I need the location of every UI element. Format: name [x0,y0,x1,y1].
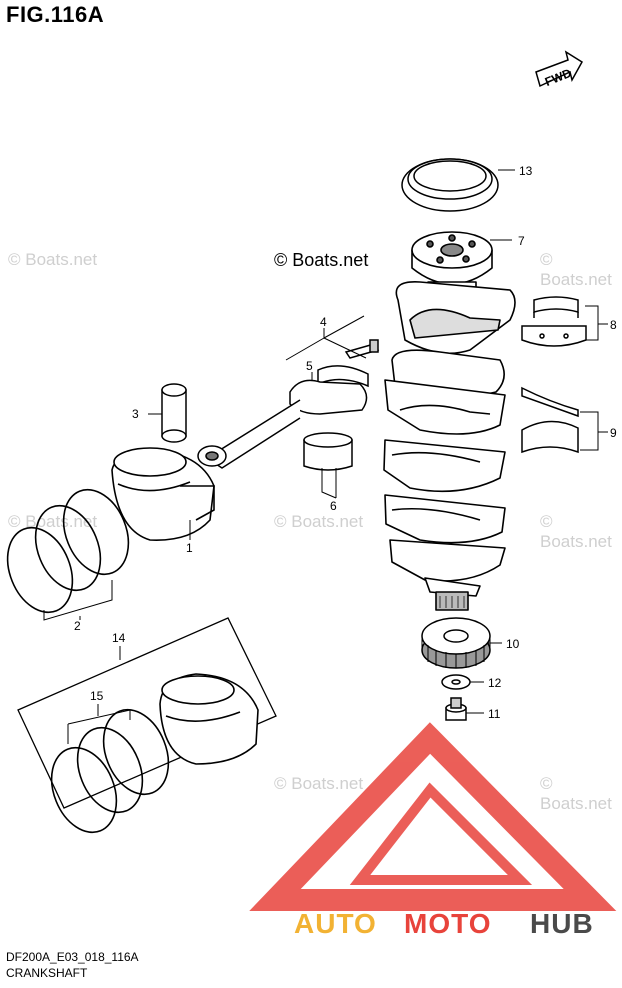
watermark: © Boats.net [8,512,98,531]
logo-text-hub: HUB [530,908,594,939]
callout-6: 6 [330,499,337,513]
figure-title: FIG.116A [6,2,105,27]
connecting-rod-bearing-lower [303,432,353,471]
thrust-washer [521,386,579,454]
crankshaft [383,231,516,611]
watermark: © Boats.net [274,774,364,793]
callout-3: 3 [132,407,139,421]
watermark: © Boats.net [8,250,98,269]
callout-12: 12 [488,676,502,690]
callout-numbers: 1 2 3 4 5 6 7 8 9 10 11 12 13 14 15 [74,164,617,721]
figure-code: DF200A_E03_018_116A [6,950,139,964]
callout-15: 15 [90,689,104,703]
main-bearing-upper [533,296,579,318]
oil-seal [401,158,499,212]
callout-7: 7 [518,234,525,248]
callout-13: 13 [519,164,533,178]
connecting-rod [197,379,368,469]
watermark: © Boats.net [540,512,612,551]
callout-2: 2 [74,619,81,633]
crankshaft-gear [421,617,491,669]
watermark: © Boats.net [274,512,364,531]
leader-lines [43,169,608,744]
copyright-notice: © Boats.net [274,250,369,270]
callout-10: 10 [506,637,520,651]
piston-kit [159,673,259,765]
piston [111,447,215,541]
connecting-rod-bearing [317,339,380,388]
callout-8: 8 [610,318,617,332]
figure-name: CRANKSHAFT [6,966,88,980]
washer [441,674,471,690]
callout-1: 1 [186,541,193,555]
callout-14: 14 [112,631,126,645]
fwd-arrow-icon: FWD [535,50,584,89]
bolt [445,697,467,721]
piston-kit-rings [50,708,170,834]
piston-rings [6,488,130,614]
watermark: © Boats.net [540,250,612,289]
callout-9: 9 [610,426,617,440]
watermark: © Boats.net [540,774,612,813]
piston-pin [161,383,187,443]
callout-11: 11 [488,707,501,721]
logo-mark-icon [249,722,617,911]
logo-text-auto: AUTO [294,908,377,939]
callout-4: 4 [320,315,327,329]
main-bearing-lower [521,325,587,347]
piston-kit-box [17,617,277,809]
logo-text-moto: MOTO [404,908,492,939]
callout-5: 5 [306,359,313,373]
